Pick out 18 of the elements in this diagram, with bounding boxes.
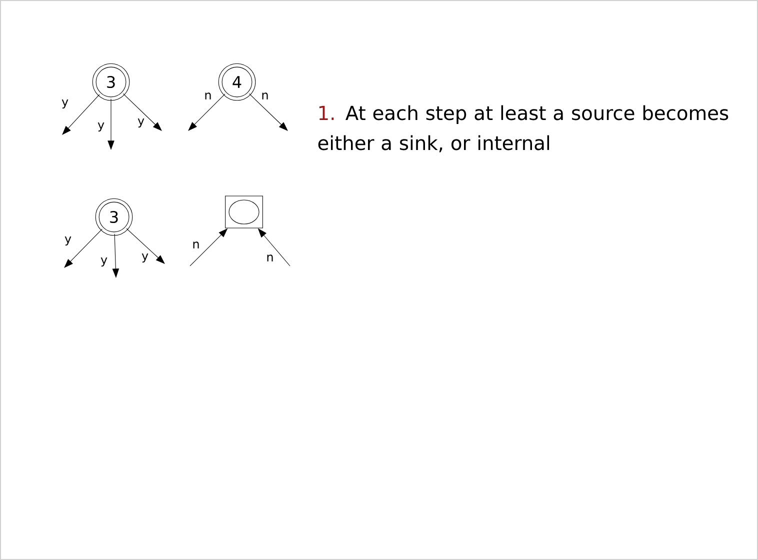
box-with-ellipse: [225, 196, 263, 228]
edge-label: y: [64, 236, 72, 246]
edge-label: n: [267, 254, 273, 262]
edge-label: y: [98, 122, 104, 132]
edge-label: y: [142, 253, 148, 263]
arrow: [188, 94, 226, 131]
edge-label: n: [205, 92, 211, 100]
edge-label: y: [62, 99, 68, 109]
edge-label: n: [262, 92, 268, 100]
note-text: 1. At each step at least a source becomes either a sink, or internal: [318, 105, 728, 152]
arrow: [126, 228, 165, 264]
edge-label: y: [100, 257, 108, 267]
arrow: [122, 93, 162, 131]
arrow: [248, 93, 288, 131]
edge-label: n: [193, 242, 199, 248]
edge-label: y: [138, 118, 144, 128]
arrow: [62, 94, 100, 135]
arrow: [64, 228, 102, 268]
